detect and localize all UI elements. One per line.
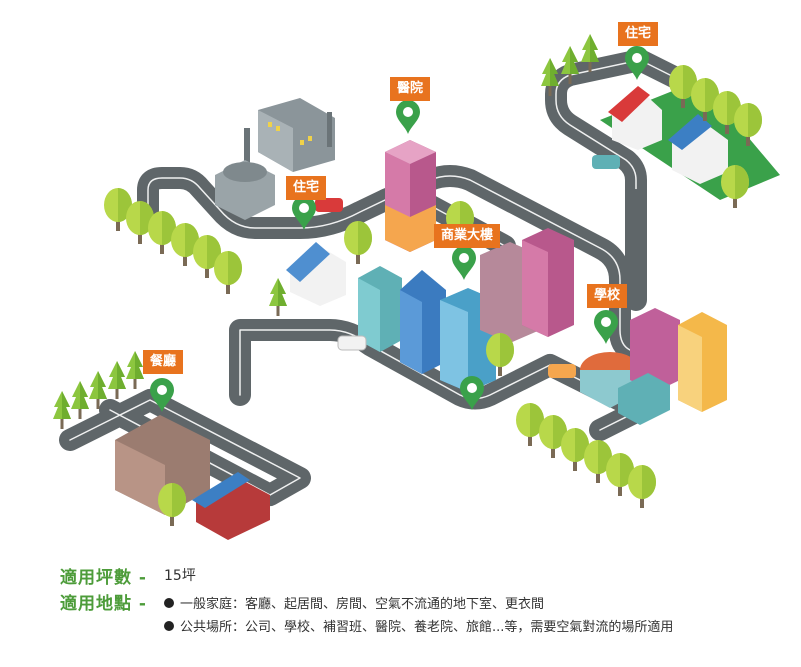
office-buildings bbox=[358, 228, 574, 392]
place-item-public: 公共場所：公司、學校、補習班、醫院、養老院、旅館...等，需要空氣對流的場所適用 bbox=[164, 616, 673, 635]
houses bbox=[286, 86, 728, 306]
tag-restaurant: 餐廳 bbox=[143, 350, 184, 374]
area-label: 適用坪數 - bbox=[60, 568, 147, 588]
school-building bbox=[580, 308, 727, 425]
tag-hospital: 醫院 bbox=[390, 77, 431, 101]
area-row: 適用坪數 - 15坪 bbox=[60, 563, 790, 589]
tag-residential-mid: 住宅 bbox=[286, 176, 327, 200]
tag-office: 商業大樓 bbox=[434, 224, 501, 248]
cars bbox=[315, 155, 620, 378]
place-row: 適用地點 - 一般家庭：客廳、起居間、房間、空氣不流通的地下室、更衣間 公共場所… bbox=[60, 589, 790, 637]
place-item-home: 一般家庭：客廳、起居間、房間、空氣不流通的地下室、更衣間 bbox=[164, 593, 544, 612]
city-map-illustration bbox=[53, 34, 780, 540]
bullet-icon bbox=[164, 621, 174, 631]
restaurant-building bbox=[115, 415, 270, 540]
bullet-icon bbox=[164, 598, 174, 608]
place-label: 適用地點 - bbox=[60, 594, 147, 614]
factory-building bbox=[215, 98, 335, 220]
tag-school: 學校 bbox=[587, 284, 628, 308]
road-network bbox=[59, 49, 691, 506]
hospital-building bbox=[385, 140, 436, 252]
tag-residential-top: 住宅 bbox=[618, 22, 659, 46]
spec-info: 適用坪數 - 15坪 適用地點 - 一般家庭：客廳、起居間、房間、空氣不流通的地… bbox=[60, 563, 790, 637]
area-value: 15坪 bbox=[164, 568, 196, 584]
